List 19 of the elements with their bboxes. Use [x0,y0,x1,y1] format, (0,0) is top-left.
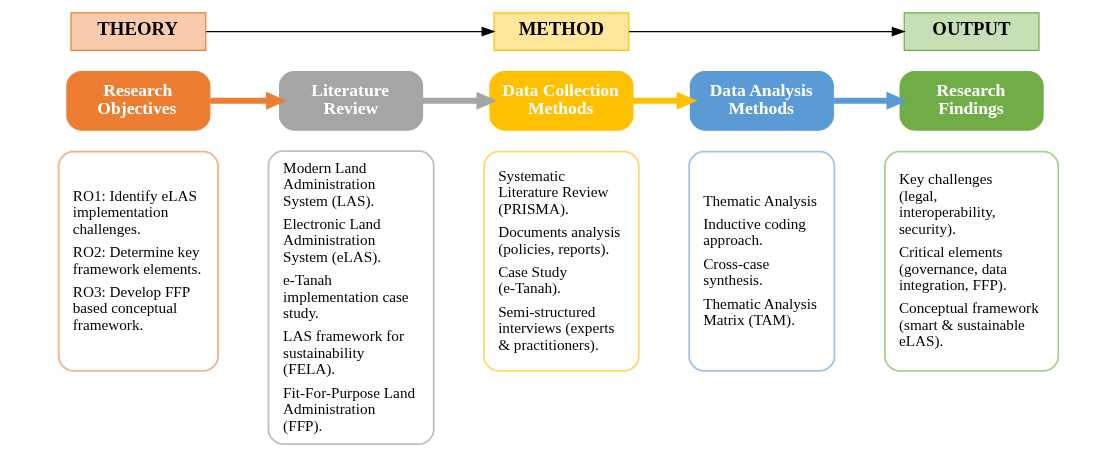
arrow [422,91,498,110]
node-box: METHOD [493,12,630,51]
node-box: Research Objectives [66,70,211,131]
node-box: OUTPUT [903,12,1040,51]
arrow [628,26,906,37]
arrow [833,91,908,110]
node-box: Key challenges (legal, interoperability, security). Critical elements (governance, data integration, FFP). Conceptual framework (smart & sustainable eLAS). [884,150,1060,372]
node-box: Systematic Literature Review (PRISMA). Documents analysis (policies, reports). Case Study (e-Tanah). Semi-structured interviews (experts & practitioners). [483,150,640,372]
node-box: Thematic Analysis Inductive coding approach. Cross-case synthesis. Thematic Analysis Matrix (TAM). [688,150,836,372]
node-box: Data Collection Methods [489,70,634,131]
node-box: Literature Review [279,70,424,131]
arrow [205,26,496,37]
node-box: Modern Land Administration System (LAS). Electronic Land Administration System (eLAS). e-Tanah implementation case study. LAS framework for sustainability (FELA). Fit-For-Purpose Land Administration (FFP). [267,150,435,445]
node-box: RO1: Identify eLAS implementation challenges. RO2: Determine key framework elements. RO3: Develop FFP based conceptual framework. [57,150,219,372]
arrow [210,91,287,110]
node-box: Research Findings [899,70,1044,131]
node-box: Data Analysis Methods [689,70,834,131]
arrow [633,91,698,110]
node-box: THEORY [70,12,207,51]
